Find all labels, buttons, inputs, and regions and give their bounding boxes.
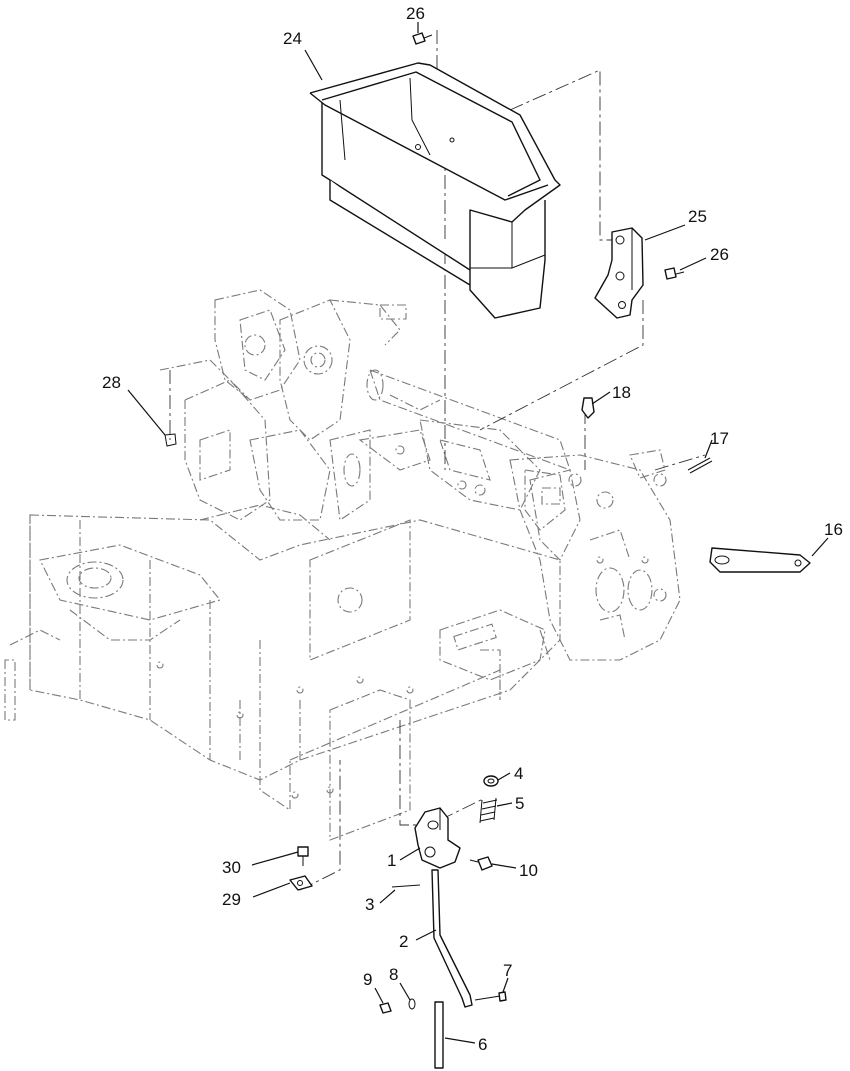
callout-18: 18: [612, 383, 631, 402]
bolt-26-top: [412, 32, 433, 45]
callout-10: 10: [519, 861, 538, 880]
callout-labels: 24 26 25 26 28 18 17 16 4 5 1 10 30 29 3…: [102, 4, 843, 1054]
callout-2: 2: [399, 932, 408, 951]
callout-16: 16: [824, 520, 843, 539]
callout-5: 5: [515, 794, 524, 813]
callout-9: 9: [363, 970, 372, 989]
callout-26-right: 26: [710, 245, 729, 264]
callout-3: 3: [365, 895, 374, 914]
spring-5: [479, 797, 498, 824]
bolt-7: [474, 991, 507, 1002]
pivot-bracket-part: [414, 807, 461, 869]
callout-7: 7: [503, 961, 512, 980]
callout-6: 6: [478, 1035, 487, 1054]
link-bar-part: [434, 1001, 444, 1069]
bolt-30: [297, 846, 309, 866]
hairpin-clip-18: [581, 397, 595, 419]
callout-29: 29: [222, 890, 241, 909]
pin-3: [391, 884, 421, 888]
callout-4: 4: [514, 764, 523, 783]
mounting-bracket-part: [594, 227, 644, 319]
nut-9: [379, 1002, 392, 1014]
clip-28: [164, 433, 177, 447]
callout-26-top: 26: [406, 4, 425, 23]
callout-28: 28: [102, 373, 121, 392]
callout-24: 24: [283, 29, 302, 48]
callout-1: 1: [387, 851, 396, 870]
callout-17: 17: [710, 429, 729, 448]
callout-30: 30: [222, 858, 241, 877]
callout-8: 8: [389, 965, 398, 984]
bolt-10: [469, 856, 493, 871]
callout-25: 25: [688, 207, 707, 226]
control-rod-part: [431, 869, 473, 1008]
lever-arm-part: [709, 547, 811, 573]
washer-8: [408, 998, 416, 1010]
washer-4: [483, 775, 499, 787]
bolt-26-right: [664, 267, 685, 280]
cotter-pin-17: [687, 457, 713, 474]
leader-lines: [127, 22, 829, 1044]
storage-tray-part: [309, 62, 561, 319]
chassis-frame-ghost: [4, 289, 681, 841]
nut-plate-29: [289, 875, 313, 891]
